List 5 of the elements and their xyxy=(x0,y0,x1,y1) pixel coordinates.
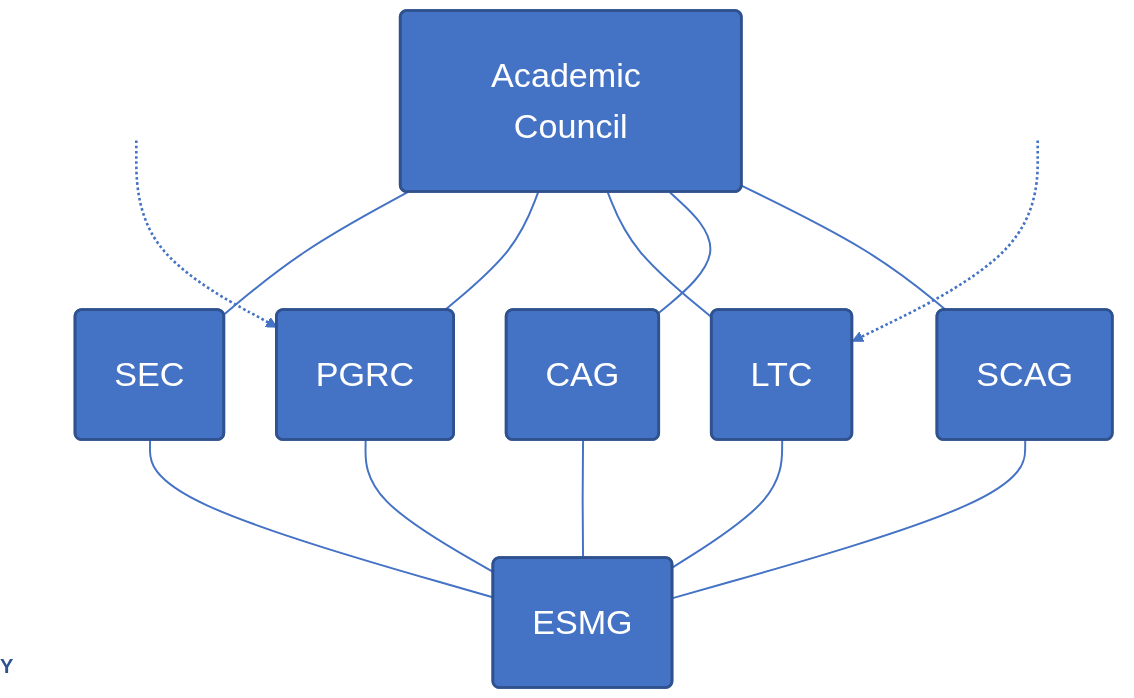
connector xyxy=(223,191,409,316)
arrow xyxy=(852,140,1039,342)
connector xyxy=(657,191,712,315)
connector xyxy=(606,191,713,319)
note-text: Y xyxy=(0,655,14,678)
